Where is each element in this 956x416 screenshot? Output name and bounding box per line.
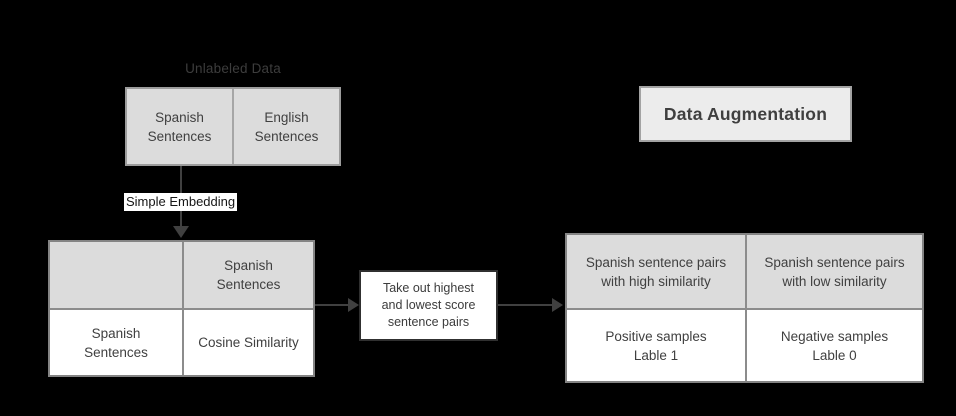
result-table-cell-negative-samples: Negative samples Lable 0	[780, 328, 889, 363]
similarity-table-cell-spanish-sentences: Spanish Sentences	[50, 310, 184, 375]
right-arrow-2-line	[498, 304, 553, 306]
right-arrow-1-head-icon	[348, 298, 359, 312]
source-cell-english-sentences: English Sentences	[254, 109, 319, 144]
similarity-table-cell-cosine-similarity: Cosine Similarity	[198, 335, 299, 350]
right-arrow-2-head-icon	[552, 298, 563, 312]
result-table-header-low-similarity: Spanish sentence pairs with low similari…	[747, 235, 922, 310]
similarity-table-header-empty	[50, 242, 184, 310]
filter-box: Take out highest and lowest score senten…	[359, 270, 498, 341]
simple-embedding-label: Simple Embedding	[124, 193, 238, 211]
unlabeled-data-caption: Unlabeled Data	[185, 60, 281, 76]
right-arrow-1-line	[315, 304, 349, 306]
down-arrow-head-icon	[173, 226, 189, 238]
cosine-similarity-table: Spanish Sentences Spanish Sentences Cosi…	[48, 240, 315, 377]
data-augmentation-title-box: Data Augmentation	[639, 86, 852, 142]
result-table-header-high-similarity: Spanish sentence pairs with high similar…	[567, 235, 747, 310]
result-table-cell-positive-samples: Positive samples Lable 1	[567, 310, 747, 381]
unlabeled-data-box: Spanish Sentences English Sentences	[125, 87, 341, 166]
similarity-table-header-spanish-sentences: Spanish Sentences	[184, 242, 313, 310]
result-table: Spanish sentence pairs with high similar…	[565, 233, 924, 383]
source-cell-spanish-sentences: Spanish Sentences	[127, 89, 234, 164]
